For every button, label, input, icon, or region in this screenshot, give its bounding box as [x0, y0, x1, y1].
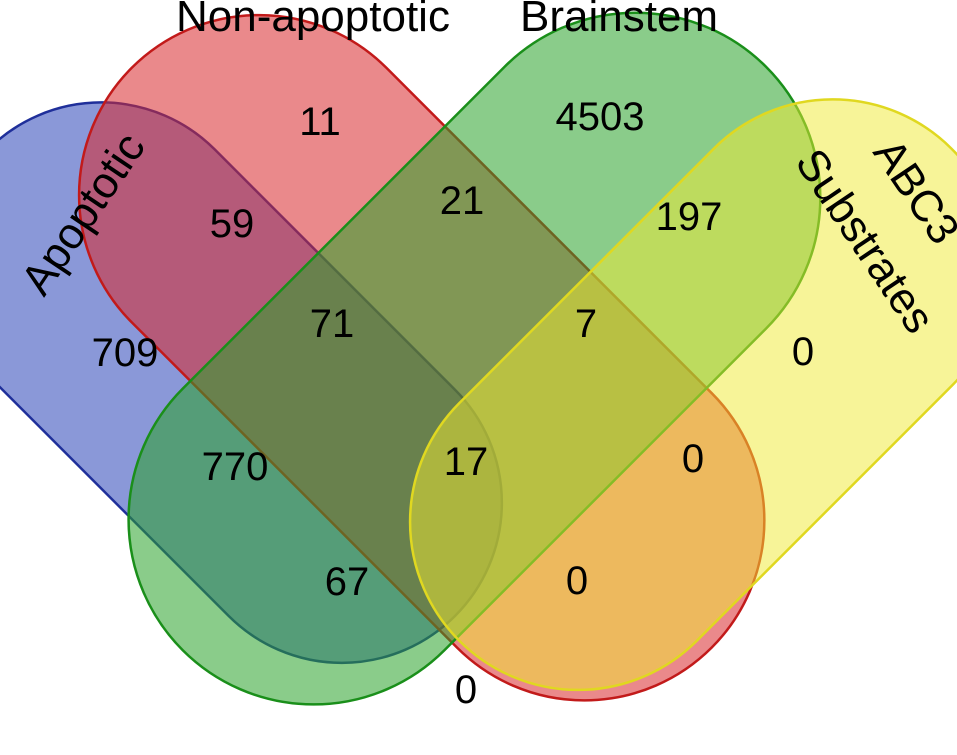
abc3-set-shape	[408, 98, 957, 692]
region-count-brainstem-abc3: 197	[656, 195, 723, 239]
region-count-apoptotic-brainstem-abc3: 67	[325, 560, 370, 604]
region-count-apoptotic-non-apoptotic: 59	[210, 202, 255, 246]
region-count-apoptotic-only: 709	[92, 331, 159, 375]
region-count-abc3-only: 0	[792, 330, 814, 374]
region-count-apoptotic-non-apoptotic-brainstem: 71	[310, 302, 355, 346]
non-apoptotic-label: Non-apoptotic	[176, 0, 450, 41]
region-count-non-apoptotic-brainstem-abc3: 7	[575, 302, 597, 346]
region-count-brainstem-only: 4503	[556, 95, 645, 139]
region-count-all-four: 17	[444, 440, 489, 484]
region-count-non-apoptotic-brainstem: 21	[440, 179, 485, 223]
brainstem-label: Brainstem	[520, 0, 718, 41]
region-count-apoptotic-brainstem: 770	[202, 445, 269, 489]
region-count-apoptotic-abc3: 0	[455, 668, 477, 712]
region-count-apoptotic-non-apoptotic-abc3: 0	[566, 559, 588, 603]
region-count-non-apoptotic-abc3: 0	[682, 437, 704, 481]
region-count-non-apoptotic-only: 11	[299, 100, 341, 144]
